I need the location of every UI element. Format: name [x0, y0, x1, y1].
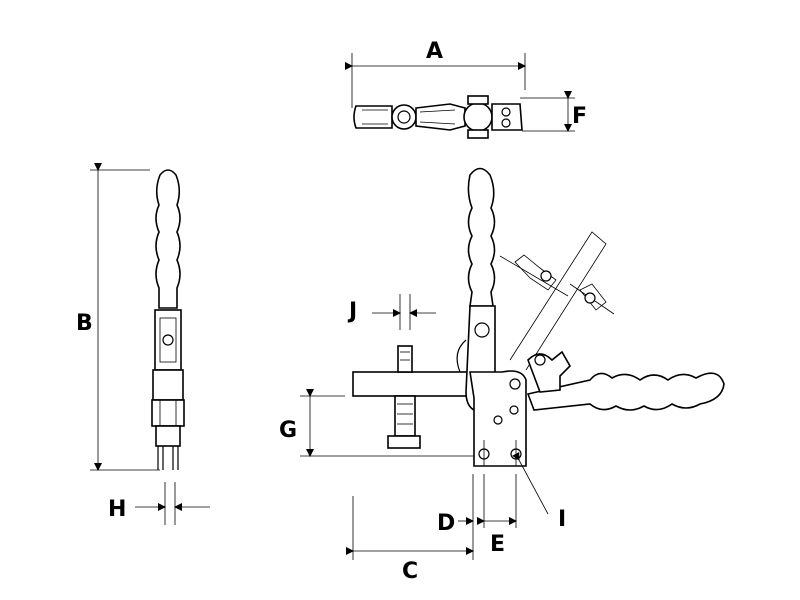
- open-position-handle: [526, 372, 725, 411]
- spindle-top: [397, 345, 413, 373]
- dimension-j-label: J: [347, 299, 357, 324]
- spindle-pressure-pad: [387, 435, 421, 449]
- top-view-pivot: [463, 102, 493, 132]
- top-view: A F: [345, 39, 587, 139]
- dimension-f-label: F: [572, 104, 587, 129]
- dimension-c-label: C: [402, 559, 418, 584]
- clamping-arm: [352, 371, 474, 397]
- dimension-i-leader: [512, 451, 549, 515]
- top-view-arm: [415, 103, 466, 131]
- front-view-pivot-block: [152, 369, 184, 401]
- dimension-a-label: A: [426, 39, 443, 64]
- front-view: B H: [76, 163, 210, 525]
- dimension-h-label: H: [108, 497, 126, 522]
- dimension-b-label: B: [76, 311, 93, 336]
- top-view-handle-loop: [353, 105, 393, 129]
- open-position-arm-outline: [509, 231, 607, 371]
- upright-handle-grip: [467, 167, 496, 307]
- side-view: J G D E C I: [279, 167, 725, 584]
- dimension-e-label: E: [490, 532, 505, 557]
- dimension-g-label: G: [279, 418, 297, 443]
- front-view-handle-grip: [155, 169, 181, 309]
- spindle-threaded-rod: [394, 395, 416, 437]
- dimension-i-label: I: [558, 507, 566, 532]
- top-view-base: [491, 103, 523, 131]
- dimension-d-label: D: [437, 511, 455, 536]
